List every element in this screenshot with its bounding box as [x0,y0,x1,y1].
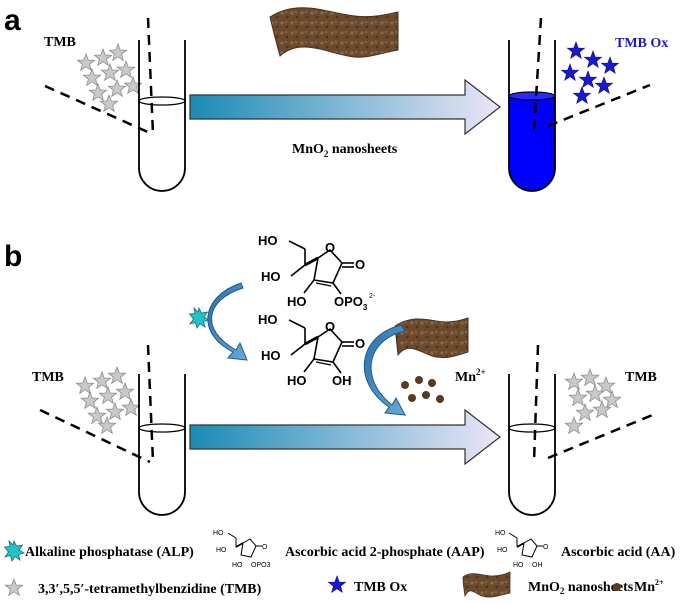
mno2-nanosheet-b [394,317,469,359]
dash-line-a-right-vert [532,17,543,131]
legend-aa-icon: HO HO O HO OH [495,530,549,569]
mno2-nanosheet-a [269,7,399,58]
panel-a: a TMB MnO2 nanosheets [4,4,668,192]
svg-text:2-: 2- [369,293,376,300]
svg-text:HO: HO [258,233,278,248]
svg-text:HO: HO [213,530,224,537]
mn2-dots [401,376,444,403]
test-tube-a-left [138,40,186,192]
dash-line-b-right-vert [532,344,540,463]
tmb-label-b-left: TMB [32,370,64,385]
legend-tmb-ox-label: TMB Ox [354,580,407,595]
dash-line-a-left [44,84,151,135]
tmb-stars-b-left [76,366,141,434]
mn2-label: Mn2+ [455,367,486,385]
legend-aap-icon: HO HO O HO OPO3 [213,530,271,569]
svg-text:O: O [325,319,335,334]
svg-text:HO: HO [495,530,506,537]
svg-text:HO: HO [261,269,281,284]
dash-line-a-left-vert [146,17,155,135]
svg-text:HO: HO [513,562,524,569]
legend-mno2-icon [462,571,511,598]
tmb-stars-b-right [565,368,621,434]
svg-text:HO: HO [287,294,307,309]
legend-tmb-ox-icon [328,575,346,593]
svg-text:OH: OH [532,562,543,569]
svg-text:O: O [325,240,335,255]
aap-structure: HO HO O O HO OPO3 2- [258,233,376,312]
svg-text:O: O [543,544,549,551]
tmb-ox-stars-a [561,41,619,104]
legend-aa-label: Ascorbic acid (AA) [561,545,676,560]
svg-text:HO: HO [232,562,243,569]
opo3-label: OPO3 [334,294,368,312]
svg-text:O: O [262,544,268,551]
svg-text:O: O [355,336,365,351]
reaction-arrow-a [189,78,501,136]
alp-enzyme-icon [188,306,211,329]
svg-text:HO: HO [287,373,307,388]
dash-line-b-left [39,408,151,464]
mno2-arrow-label: MnO2 nanosheets [292,142,398,159]
legend-alp-icon [3,539,26,562]
dash-line-a-right [547,83,651,128]
test-tube-b-left [138,374,186,516]
aa-structure: HO HO O O HO OH [258,312,365,388]
test-tube-a-right [508,40,556,192]
svg-text:HO: HO [497,547,508,554]
svg-text:OH: OH [332,373,352,388]
legend-tmb-label: 3,3′,5,5′-tetramethylbenzidine (TMB) [38,582,262,597]
svg-text:HO: HO [216,547,227,554]
dash-line-b-right [547,412,656,460]
legend-mn2-icon [613,583,621,591]
dash-line-b-left-vert [146,344,155,463]
curve-arrow-alp [207,282,248,361]
legend-aap-label: Ascorbic acid 2-phosphate (AAP) [285,545,485,560]
tmb-label-b-right: TMB [625,370,657,385]
tmb-ox-label-a: TMB Ox [615,36,668,51]
tmb-label-a: TMB [44,35,76,50]
tmb-stars-a [77,43,143,112]
test-tube-b-right [508,374,556,516]
legend-tmb-icon [4,578,24,596]
svg-text:O: O [355,257,365,272]
reaction-arrow-b [189,408,501,466]
panel-a-letter: a [4,4,21,37]
legend-alp-label: Alkaline phosphatase (ALP) [25,545,194,560]
legend-mn2-label: Mn2+ [634,578,664,595]
curve-arrow-mno2 [363,324,406,416]
panel-b: b TMB [4,233,657,516]
svg-text:HO: HO [261,348,281,363]
svg-text:OPO3: OPO3 [251,562,271,569]
legend: Alkaline phosphatase (ALP) HO HO O HO OP… [3,530,676,598]
svg-text:HO: HO [258,312,278,327]
panel-b-letter: b [4,240,22,273]
